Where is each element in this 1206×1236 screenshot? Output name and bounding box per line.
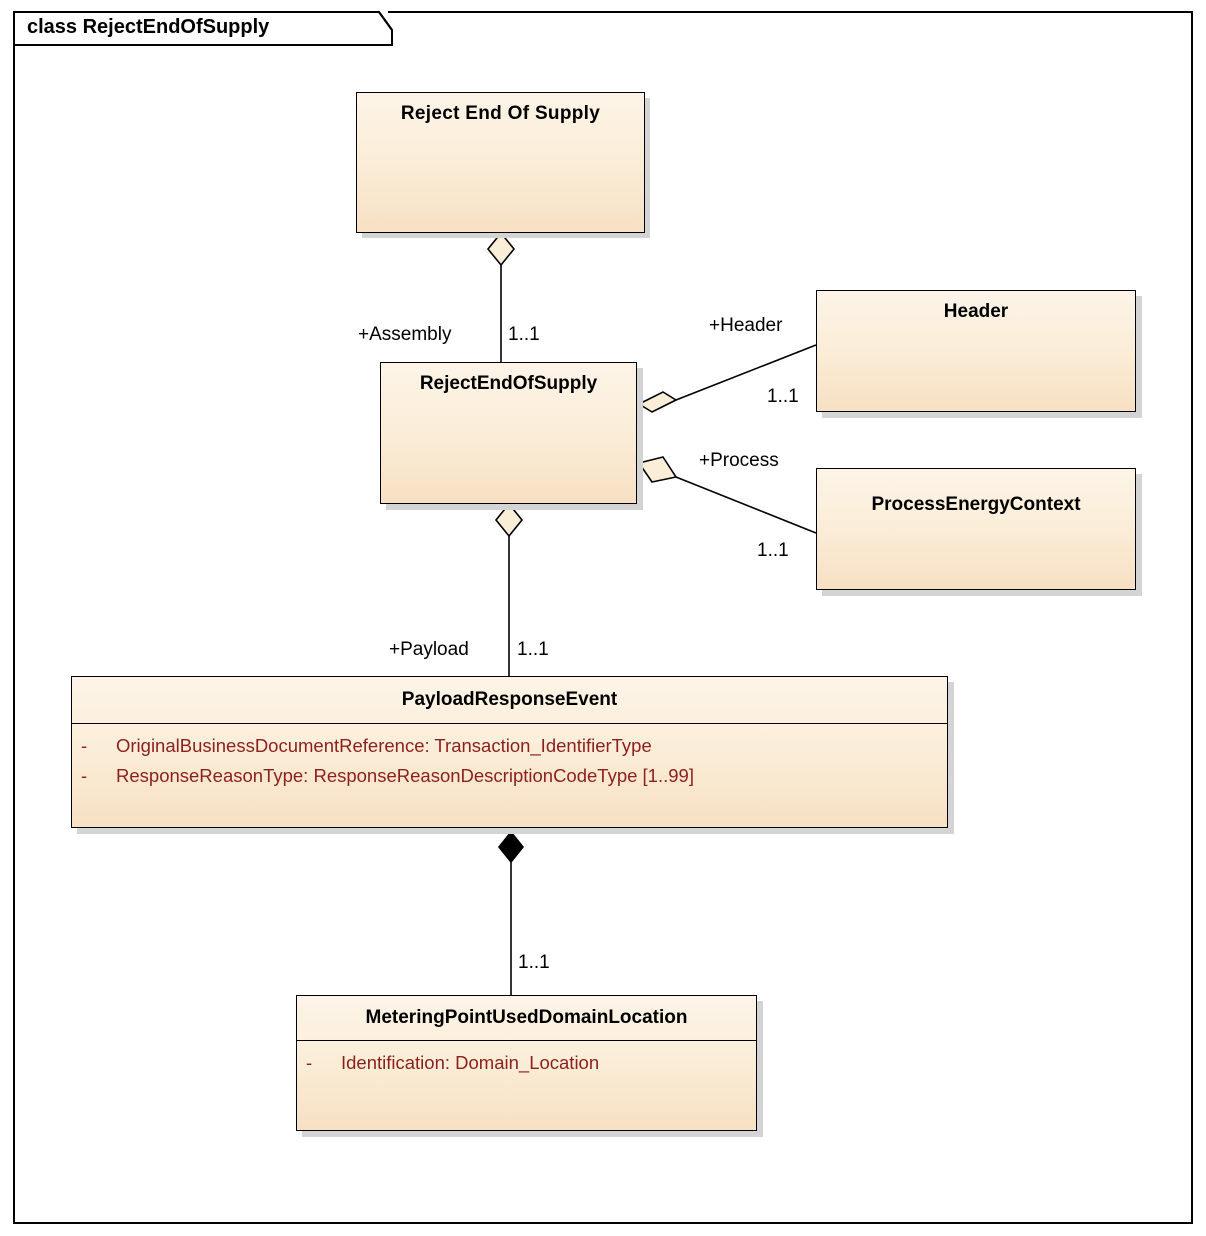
diagram-title: class RejectEndOfSupply <box>27 16 270 38</box>
attribute-row: - ResponseReasonType: ResponseReasonDesc… <box>72 761 947 791</box>
class-process-energy-context[interactable]: ProcessEnergyContext <box>816 468 1136 590</box>
attribute-row: - OriginalBusinessDocumentReference: Tra… <box>72 731 947 761</box>
class-separator-metering-point-used-domain-location <box>297 1039 756 1041</box>
edge-label-assembly-multiplicity: 1..1 <box>508 324 540 345</box>
class-title-payload-response-event: PayloadResponseEvent <box>401 689 618 710</box>
edge-label-metering-multiplicity: 1..1 <box>518 952 550 973</box>
class-reject-end-of-supply[interactable]: RejectEndOfSupply <box>380 362 637 504</box>
edge-label-payload-multiplicity: 1..1 <box>517 639 549 660</box>
edge-label-process-multiplicity: 1..1 <box>757 540 789 561</box>
attribute-visibility: - <box>81 734 88 756</box>
class-title-metering-point-used-domain-location: MeteringPointUsedDomainLocation <box>365 1007 688 1028</box>
attribute-list-metering-point-used-domain-location: - Identification: Domain_Location <box>297 1041 756 1078</box>
edge-label-process-role: +Process <box>699 450 779 471</box>
class-header[interactable]: Header <box>816 290 1136 412</box>
class-metering-point-used-domain-location[interactable]: MeteringPointUsedDomainLocation - Identi… <box>296 995 757 1131</box>
edge-label-header-multiplicity: 1..1 <box>767 386 799 407</box>
edge-label-payload-role: +Payload <box>389 639 469 660</box>
attribute-text: OriginalBusinessDocumentReference: Trans… <box>116 734 652 756</box>
class-title-reject-end-of-supply-package: Reject End Of Supply <box>400 103 601 124</box>
edge-label-assembly-role: +Assembly <box>358 324 452 345</box>
title-tab-shape <box>13 11 393 46</box>
class-title-process-energy-context: ProcessEnergyContext <box>871 494 1081 515</box>
attribute-text: Identification: Domain_Location <box>341 1051 600 1073</box>
attribute-visibility: - <box>81 764 88 786</box>
attribute-visibility: - <box>306 1051 313 1073</box>
attribute-list-payload-response-event: - OriginalBusinessDocumentReference: Tra… <box>72 724 947 791</box>
class-payload-response-event[interactable]: PayloadResponseEvent - OriginalBusinessD… <box>71 676 948 828</box>
class-reject-end-of-supply-package[interactable]: Reject End Of Supply <box>356 92 645 233</box>
class-separator-payload-response-event <box>72 722 947 724</box>
diagram-frame <box>13 11 1193 1224</box>
attribute-text: ResponseReasonType: ResponseReasonDescri… <box>116 764 694 786</box>
class-title-reject-end-of-supply: RejectEndOfSupply <box>419 373 598 394</box>
attribute-row: - Identification: Domain_Location <box>297 1048 756 1078</box>
edge-label-header-role: +Header <box>709 315 783 336</box>
class-title-header: Header <box>943 301 1009 322</box>
